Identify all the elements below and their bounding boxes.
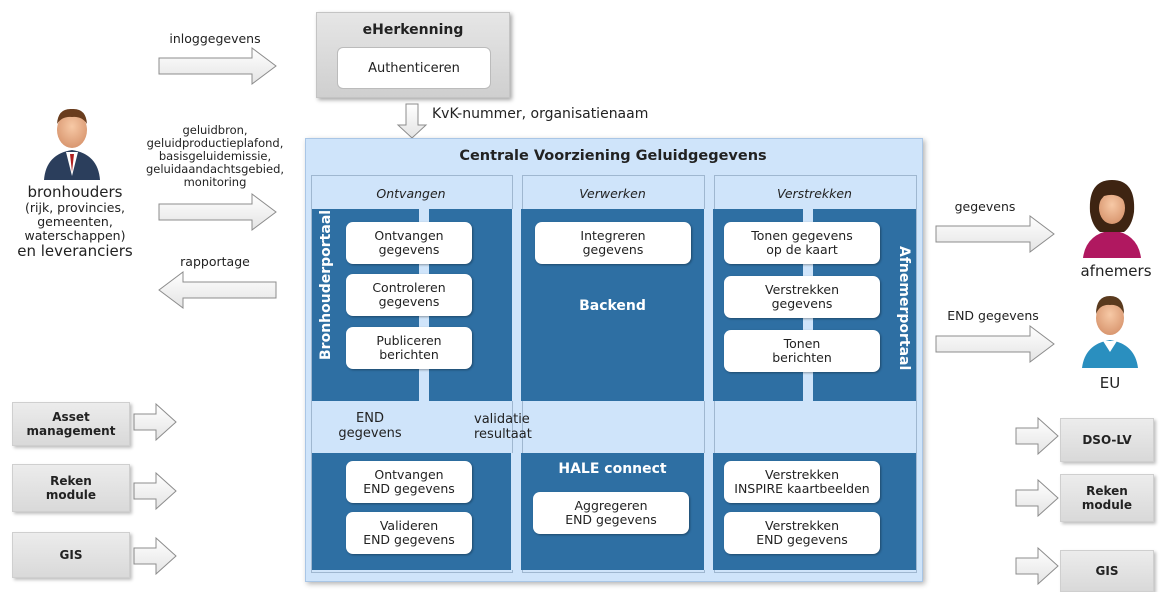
authenticeren-box[interactable]: Authenticeren xyxy=(337,47,491,89)
data-label: geluidbron, geluidproductieplafond, basi… xyxy=(145,123,285,189)
asset-arrow xyxy=(133,402,177,442)
verwerken-column-title: Verwerken xyxy=(579,186,646,201)
gegevens-label: gegevens xyxy=(954,199,1016,214)
login-label: inloggegevens xyxy=(169,31,261,46)
backend-label: Backend xyxy=(579,298,646,314)
reken-left-arrow xyxy=(133,471,177,511)
bronhouderportaal-label: Bronhouderportaal xyxy=(318,209,334,360)
afnemers-arrow xyxy=(935,215,1055,253)
dso-arrow xyxy=(1015,416,1059,456)
gis-left-box[interactable]: GIS xyxy=(12,532,130,578)
gis-right-box[interactable]: GIS xyxy=(1060,550,1154,592)
eu-person-icon xyxy=(1082,296,1138,368)
centrale-voorziening-title: Centrale Voorziening Geluidgegevens xyxy=(459,148,767,164)
gis-right-arrow xyxy=(1015,546,1059,586)
login-arrow xyxy=(158,47,277,85)
report-label: rapportage xyxy=(180,254,250,269)
eherkenning-title: eHerkenning xyxy=(362,22,464,38)
kvk-arrow xyxy=(396,103,428,139)
gis-left-arrow xyxy=(133,536,177,576)
end-gegevens-right-label: END gegevens xyxy=(947,308,1039,323)
eu-arrow xyxy=(935,325,1055,363)
afnemerportaal-label: Afnemerportaal xyxy=(896,246,912,371)
bronhouders-label: bronhouders (rijk, provincies, gemeenten… xyxy=(17,183,133,260)
dso-lv-box[interactable]: DSO-LV xyxy=(1060,418,1154,462)
afnemers-label: afnemers xyxy=(1080,262,1152,280)
verstrekken-column-title: Verstrekken xyxy=(777,186,852,201)
eherkenning-panel: eHerkenning Authenticeren xyxy=(316,12,510,98)
reken-right-arrow xyxy=(1015,478,1059,518)
report-arrow xyxy=(158,271,277,309)
kvk-label: KvK-nummer, organisatienaam xyxy=(432,106,649,122)
ontvangen-column-title: Ontvangen xyxy=(376,186,446,201)
hale-connect-label: HALE connect xyxy=(558,461,667,477)
data-arrow xyxy=(158,193,277,231)
afnemers-person-icon xyxy=(1083,180,1141,258)
eu-label: EU xyxy=(1099,374,1121,392)
bronhouder-person-icon xyxy=(44,108,100,180)
